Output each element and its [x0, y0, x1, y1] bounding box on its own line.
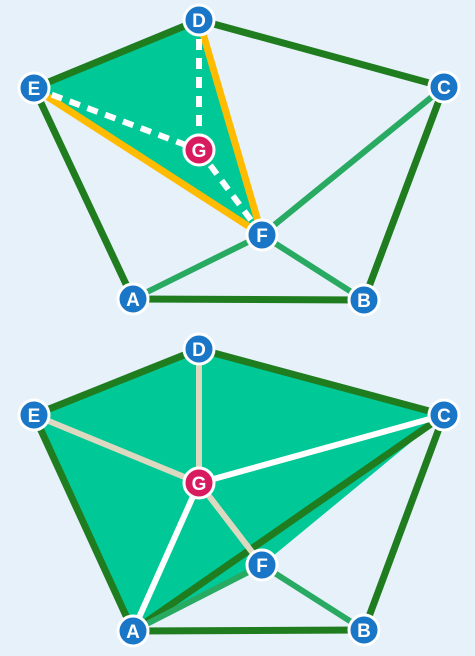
bottom-node-e: E — [17, 398, 51, 432]
top-node-b: B — [347, 283, 381, 317]
top-edge-d-c — [195, 16, 448, 91]
top-node-d-label: D — [192, 11, 206, 32]
top-node-a: A — [116, 282, 150, 316]
top-node-g-label: G — [192, 141, 207, 162]
top-node-f: F — [245, 218, 279, 252]
top-node-g: G — [182, 133, 216, 167]
bottom-filled-region — [34, 349, 444, 631]
top-node-b-label: B — [357, 291, 371, 312]
top-edge-c-b — [360, 83, 448, 304]
top-node-e-label: E — [28, 79, 41, 100]
top-node-c-label: C — [437, 78, 451, 99]
bottom-edge-c-b — [360, 411, 448, 634]
top-node-f-label: F — [256, 226, 268, 247]
bottom-node-f: F — [245, 548, 279, 582]
top-edge-c-f — [259, 84, 447, 238]
bottom-edge-e-d — [30, 345, 203, 419]
bottom-node-a: A — [116, 614, 150, 648]
top-edge-e-d — [30, 16, 203, 92]
bottom-edge-b-a — [129, 626, 368, 635]
top-edge-a-e — [30, 84, 137, 303]
bottom-edge-a-f — [130, 562, 265, 634]
top-edge-a-f — [130, 232, 265, 302]
bottom-node-d-label: D — [192, 340, 206, 361]
bottom-edge-g-c — [196, 412, 447, 486]
bottom-edge-a-e — [30, 411, 137, 635]
bottom-edge-e-g — [31, 412, 202, 486]
top-edge-d-f-highlight — [195, 16, 266, 239]
top-node-d: D — [182, 3, 216, 37]
bottom-node-b-label: B — [357, 621, 371, 642]
top-filled-region — [34, 20, 262, 235]
bottom-node-c-label: C — [437, 406, 451, 427]
bottom-node-c: C — [427, 398, 461, 432]
bottom-edge-g-f — [196, 480, 265, 568]
bottom-edge-d-c — [195, 345, 448, 419]
bottom-node-g-label: G — [192, 474, 207, 495]
top-node-a-label: A — [126, 290, 140, 311]
bottom-node-e-label: E — [28, 406, 41, 427]
top-diagram: D C E G F A B — [17, 3, 461, 317]
bottom-diagram: D C E G F A B — [17, 332, 461, 648]
top-edge-e-g-dashed — [32, 85, 201, 153]
bottom-edge-a-c — [129, 411, 448, 635]
top-node-e: E — [17, 71, 51, 105]
bottom-node-f-label: F — [256, 556, 268, 577]
top-edge-b-a — [129, 295, 368, 304]
top-edge-e-f-highlight — [30, 84, 266, 239]
bottom-node-d: D — [182, 332, 216, 366]
bottom-edge-g-a — [130, 480, 202, 634]
top-node-c: C — [427, 70, 461, 104]
top-edge-f-b — [259, 232, 367, 303]
bottom-node-g: G — [182, 466, 216, 500]
bottom-edge-f-b — [259, 562, 367, 633]
bottom-node-b: B — [347, 613, 381, 647]
bottom-node-a-label: A — [126, 622, 140, 643]
